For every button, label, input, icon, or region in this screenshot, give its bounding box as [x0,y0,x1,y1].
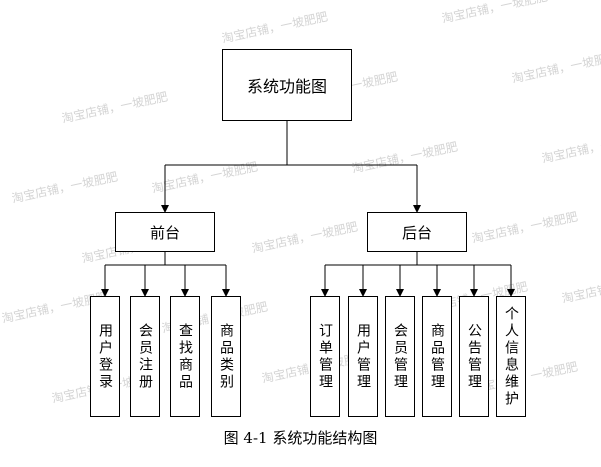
leaf-node-order-management: 订单管理 [310,296,340,417]
leaf-node-search-goods: 查找商品 [170,296,200,417]
root-node: 系统功能图 [222,49,352,121]
leaf-node-member-register: 会员注册 [130,296,160,417]
leaf-node-personal-info-maintenance: 个人信息维护 [496,296,526,417]
leaf-node-goods-category: 商品类别 [211,296,241,417]
leaf-node-goods-management: 商品管理 [422,296,452,417]
leaf-node-user-login: 用户登录 [90,296,120,417]
leaf-node-user-management: 用户管理 [348,296,378,417]
leaf-node-member-management: 会员管理 [385,296,415,417]
branch-node-backend: 后台 [367,212,467,252]
branch-node-frontend: 前台 [115,212,215,252]
figure-caption: 图 4-1 系统功能结构图 [223,429,378,447]
leaf-node-notice-management: 公告管理 [459,296,489,417]
